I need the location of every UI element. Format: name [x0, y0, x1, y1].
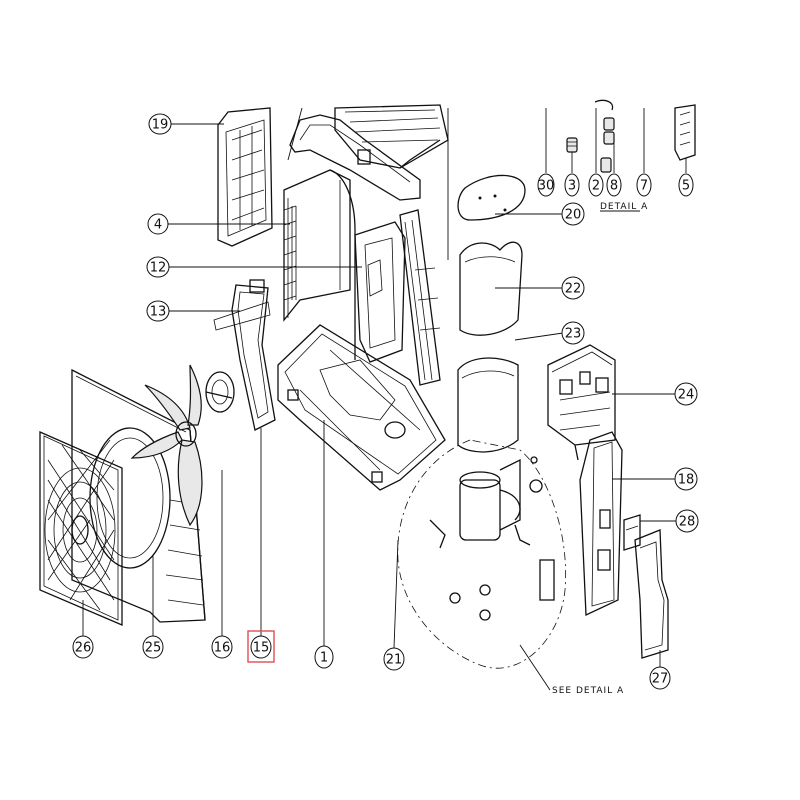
callout-23: 23 — [561, 321, 585, 345]
callout-15-highlighted[interactable]: 15 — [247, 630, 275, 663]
callout-label: 23 — [565, 327, 582, 342]
callout-1: 1 — [314, 645, 334, 669]
callout-label: 25 — [145, 641, 162, 656]
callout-label: 22 — [565, 282, 582, 297]
callout-label: 27 — [652, 672, 669, 687]
highlight-box — [247, 630, 275, 663]
callout-label: 15 — [253, 641, 270, 656]
part-side-frame — [399, 209, 441, 386]
callout-label: 5 — [682, 179, 690, 194]
callout-12: 12 — [146, 256, 170, 278]
callout-label: 7 — [640, 179, 648, 194]
part-compressor-assembly — [397, 439, 567, 669]
callout-label: 1 — [320, 651, 328, 666]
detail-a-parts — [566, 99, 615, 173]
part-side-cover-18 — [579, 431, 623, 617]
part-top-cover — [289, 114, 421, 201]
callout-label: 8 — [610, 179, 618, 194]
callout-8: 8 — [606, 173, 622, 197]
see-detail-a-label: SEE DETAIL A — [552, 686, 624, 696]
callout-label: 12 — [150, 261, 167, 276]
callout-label: 20 — [565, 208, 582, 223]
part-valve-cover-27 — [634, 529, 669, 659]
callout-30: 30 — [537, 173, 555, 197]
part-sound-insulation-23 — [457, 357, 519, 453]
part-base-pan — [277, 324, 446, 491]
callout-label: 30 — [538, 179, 555, 194]
part-front-panel — [71, 368, 206, 623]
callout-22: 22 — [561, 276, 585, 300]
callout-label: 3 — [568, 179, 576, 194]
callout-label: 21 — [386, 653, 403, 668]
part-sound-insulation-22 — [459, 241, 523, 336]
callout-24: 24 — [674, 382, 698, 406]
part-fan-motor — [205, 371, 235, 413]
callout-26: 26 — [72, 635, 94, 659]
callout-4: 4 — [147, 213, 169, 235]
part-condenser-coil — [283, 169, 356, 360]
callout-3: 3 — [564, 173, 580, 197]
callout-label: 19 — [152, 118, 169, 133]
callout-label: 28 — [679, 515, 696, 530]
part-front-grille — [39, 431, 123, 626]
part-clip-28 — [623, 514, 641, 551]
part-control-box — [547, 344, 616, 461]
part-top-panel — [334, 104, 449, 169]
part-5 — [674, 104, 696, 161]
callout-label: 13 — [150, 305, 167, 320]
callout-18: 18 — [674, 467, 698, 491]
detail-a-label: DETAIL A — [600, 202, 648, 212]
part-side-panel-19 — [217, 107, 273, 247]
callout-27: 27 — [649, 666, 671, 690]
callout-label: 2 — [592, 179, 600, 194]
callout-label: 16 — [214, 641, 231, 656]
callout-21: 21 — [383, 647, 405, 671]
callout-20: 20 — [561, 202, 585, 226]
callout-label: 18 — [678, 473, 695, 488]
part-motor-bracket — [213, 279, 276, 431]
callout-5: 5 — [678, 173, 694, 197]
part-cover-plate-20 — [457, 174, 526, 221]
part-partition-plate — [354, 221, 406, 363]
callout-7: 7 — [636, 173, 652, 197]
callout-25: 25 — [142, 635, 164, 659]
callout-19: 19 — [148, 113, 172, 135]
callout-label: 24 — [678, 388, 695, 403]
callout-label: 26 — [75, 641, 92, 656]
leader-lines — [82, 107, 687, 691]
callout-16: 16 — [211, 635, 233, 659]
part-fan-blade — [130, 364, 203, 527]
callout-13: 13 — [146, 300, 170, 322]
callout-28: 28 — [675, 509, 699, 533]
callout-label: 4 — [154, 218, 162, 233]
callout-2: 2 — [588, 173, 604, 197]
